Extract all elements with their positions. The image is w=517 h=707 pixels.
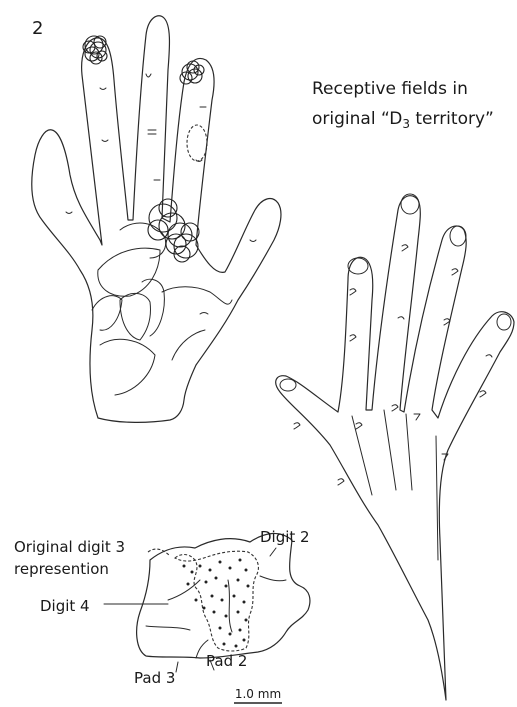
left-hand-crease bbox=[200, 313, 208, 315]
right-hand-nail-digit3 bbox=[401, 194, 419, 214]
right-hand-crease bbox=[398, 317, 404, 319]
label-pad3: Pad 3 bbox=[134, 669, 175, 687]
right-hand-crease bbox=[338, 479, 344, 485]
label-pad2: Pad 2 bbox=[206, 652, 247, 670]
left-hand-crease bbox=[100, 88, 106, 90]
left-hand-dashed-field bbox=[187, 125, 207, 161]
cortical-boundary bbox=[260, 576, 286, 581]
left-hand-drawing bbox=[32, 16, 281, 423]
right-hand-nail-digit4 bbox=[348, 258, 368, 274]
cortical-boundary bbox=[168, 580, 200, 600]
right-hand-nail-digit2 bbox=[450, 226, 466, 246]
right-hand-outline bbox=[276, 196, 514, 700]
left-hand-crease bbox=[148, 130, 156, 134]
label-digit4: Digit 4 bbox=[40, 597, 90, 615]
right-hand-crease bbox=[452, 269, 458, 275]
label-original-digit3-line1: Original digit 3 bbox=[14, 538, 125, 556]
left-hand-palm-pad-3 bbox=[92, 296, 122, 331]
right-hand-crease bbox=[480, 391, 486, 397]
right-hand-drawing bbox=[276, 194, 514, 700]
right-hand-crease bbox=[402, 245, 408, 251]
receptive-title-line1: Receptive fields in bbox=[312, 79, 468, 99]
label-digit2: Digit 2 bbox=[260, 528, 310, 546]
scale-bar: 1.0 mm bbox=[234, 687, 282, 703]
digit3-dots bbox=[183, 559, 250, 648]
left-hand-palm-pad-7 bbox=[100, 339, 155, 395]
right-hand-crease bbox=[414, 414, 420, 420]
left-hand-crease bbox=[102, 140, 108, 142]
right-hand-crease bbox=[294, 423, 300, 429]
right-hand-crease bbox=[350, 289, 356, 295]
receptive-title-line2: original “D3 territory” bbox=[312, 109, 494, 131]
right-hand-finger-line bbox=[436, 436, 438, 560]
left-hand-palm-pad-4 bbox=[120, 293, 151, 340]
scale-bar-label: 1.0 mm bbox=[235, 687, 281, 701]
right-hand-nail-digit5 bbox=[280, 379, 296, 391]
right-hand-finger-line bbox=[352, 416, 372, 495]
cortical-boundary bbox=[146, 626, 190, 630]
digit2-leader-line bbox=[270, 548, 276, 556]
right-hand-finger-line bbox=[384, 410, 396, 490]
panel-number: 2 bbox=[32, 18, 43, 39]
left-hand-crease bbox=[250, 240, 256, 242]
right-hand-crease bbox=[486, 355, 492, 357]
label-original-digit3-line2: represention bbox=[14, 560, 109, 578]
pad3-leader-line bbox=[176, 662, 178, 672]
right-hand-crease bbox=[356, 423, 362, 429]
left-hand-palm-pad-1 bbox=[98, 248, 160, 296]
rf-cluster-palm bbox=[148, 199, 199, 262]
right-hand-crease bbox=[350, 335, 356, 341]
digit3-dashed-region bbox=[175, 551, 258, 651]
cortical-boundary bbox=[228, 580, 232, 632]
rf-cluster-ring-tip bbox=[180, 61, 204, 84]
right-hand-nail-thumb bbox=[497, 314, 511, 330]
right-hand-finger-line bbox=[406, 414, 412, 490]
left-hand-crease bbox=[146, 74, 151, 77]
left-hand-palm-pad-8 bbox=[172, 330, 205, 360]
left-hand-crease bbox=[66, 212, 72, 214]
left-hand-outline bbox=[32, 16, 281, 423]
right-hand-crease bbox=[392, 405, 398, 411]
left-hand-palm-pad-6 bbox=[162, 287, 232, 304]
